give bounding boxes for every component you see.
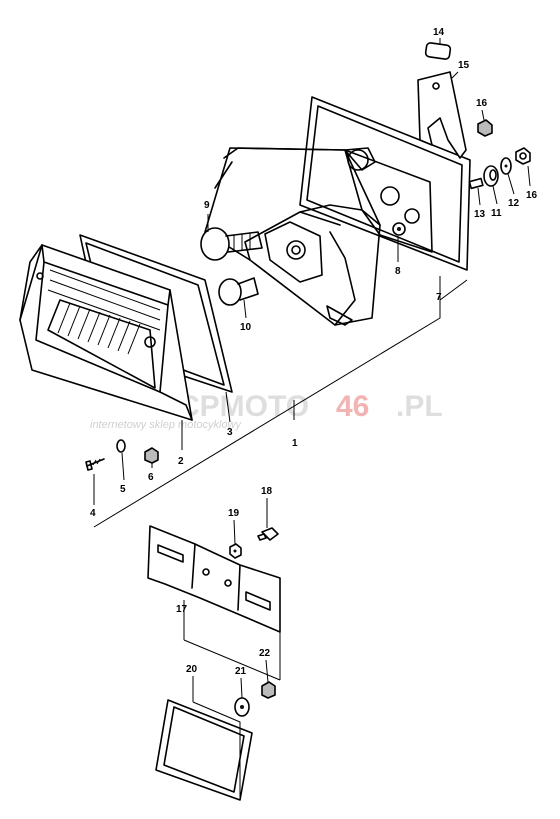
callout-9: 9 bbox=[204, 200, 210, 211]
callout-7: 7 bbox=[436, 292, 442, 303]
callout-1: 1 bbox=[292, 438, 298, 449]
callout-8: 8 bbox=[395, 266, 401, 277]
callout-4: 4 bbox=[90, 508, 96, 519]
part-13-screw bbox=[468, 177, 484, 190]
callout-14: 14 bbox=[433, 27, 445, 38]
callout-20: 20 bbox=[186, 664, 198, 675]
callout-11: 11 bbox=[491, 208, 502, 219]
callout-labels: 1 2 3 4 5 6 7 8 9 10 11 12 13 14 15 16 1… bbox=[90, 27, 538, 677]
part-4-screw bbox=[85, 458, 105, 471]
part-7-rear-gasket bbox=[299, 96, 471, 271]
callout-18: 18 bbox=[261, 486, 273, 497]
part-16-nut-right bbox=[515, 147, 531, 165]
part-9-bulb bbox=[200, 227, 263, 261]
part-14-pad bbox=[424, 42, 452, 60]
callout-5: 5 bbox=[120, 484, 126, 495]
part-10-bulb bbox=[218, 277, 259, 306]
watermark-brand-prefix: CPMOTO bbox=[178, 390, 309, 423]
callout-12: 12 bbox=[508, 198, 520, 209]
part-5-washer bbox=[116, 439, 126, 453]
part-22-nut bbox=[261, 681, 276, 699]
callout-21: 21 bbox=[235, 666, 247, 677]
callout-17: 17 bbox=[176, 604, 188, 615]
callout-19: 19 bbox=[228, 508, 240, 519]
callout-10: 10 bbox=[240, 322, 252, 333]
part-18-bolt bbox=[257, 527, 279, 541]
callout-16-right: 16 bbox=[526, 190, 538, 201]
callout-13: 13 bbox=[474, 209, 486, 220]
part-19-nut bbox=[229, 543, 242, 559]
callout-2: 2 bbox=[178, 456, 184, 467]
callout-6: 6 bbox=[148, 472, 154, 483]
part-12-washer bbox=[500, 157, 512, 175]
part-15-bracket bbox=[417, 71, 467, 159]
watermark-tagline: internetowy sklep motocyklowy bbox=[90, 419, 243, 431]
part-11-spacer bbox=[483, 165, 499, 187]
leader-lines bbox=[93, 38, 531, 800]
part-8-housing-plate bbox=[344, 149, 433, 253]
part-6-nut bbox=[144, 447, 159, 464]
part-17-plate-bracket bbox=[147, 525, 281, 633]
callout-22: 22 bbox=[259, 648, 271, 659]
callout-16-upper: 16 bbox=[476, 98, 488, 109]
watermark-brand-number: 46 bbox=[336, 390, 369, 423]
part-21-washer bbox=[234, 697, 250, 717]
part-16-nut-upper bbox=[477, 119, 493, 137]
callout-3: 3 bbox=[227, 427, 233, 438]
watermark: CPMOTO 46 .PL internetowy sklep motocykl… bbox=[90, 390, 443, 431]
watermark-brand-suffix: .PL bbox=[396, 390, 443, 423]
callout-15: 15 bbox=[458, 60, 470, 71]
part-2-tail-lens bbox=[19, 244, 193, 421]
